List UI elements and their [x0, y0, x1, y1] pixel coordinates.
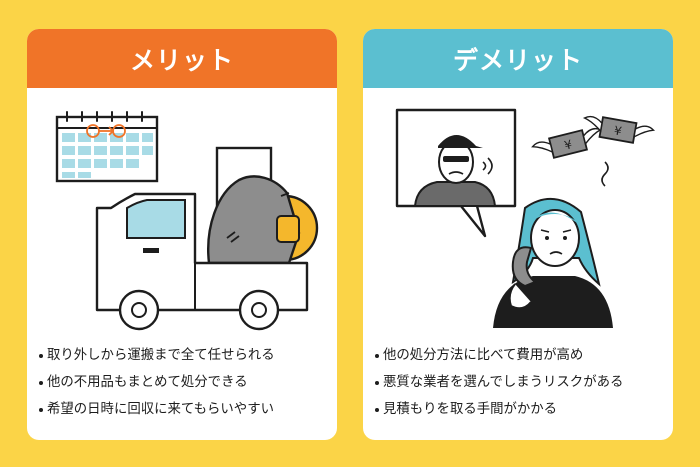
- suspicious-man-icon: [395, 108, 517, 238]
- svg-text:¥: ¥: [563, 137, 574, 153]
- merit-item: 取り外しから運搬まで全て任せられる: [27, 345, 337, 372]
- woman-on-phone-icon: ¥ ¥: [395, 108, 656, 328]
- merit-item: 他の不用品もまとめて処分できる: [27, 372, 337, 399]
- merit-title: メリット: [129, 45, 234, 75]
- flying-money-icon: ¥ ¥: [531, 115, 656, 187]
- merit-item: 希望の日時に回収に来てもらいやすい: [27, 399, 337, 426]
- truck-icon: [95, 192, 309, 331]
- woman-icon: [493, 197, 613, 328]
- demerit-title: デメリット: [452, 45, 583, 75]
- calendar-icon: [55, 111, 159, 183]
- demerit-header: デメリット: [363, 29, 673, 88]
- merit-header: メリット: [27, 29, 337, 88]
- svg-text:¥: ¥: [613, 123, 623, 138]
- demerit-item: 他の処分方法に比べて費用が高め: [363, 345, 673, 372]
- demerit-item: 見積もりを取る手間がかかる: [363, 399, 673, 426]
- demerit-item: 悪質な業者を選んでしまうリスクがある: [363, 372, 673, 399]
- demerit-card: デメリット ¥ ¥: [363, 29, 673, 440]
- merit-card: メリット: [27, 29, 337, 440]
- demerit-list: 他の処分方法に比べて費用が高め 悪質な業者を選んでしまうリスクがある 見積もりを…: [363, 345, 673, 426]
- merit-list: 取り外しから運搬まで全て任せられる 他の不用品もまとめて処分できる 希望の日時に…: [27, 345, 337, 426]
- truck-with-appliances-icon: [55, 111, 319, 331]
- appliances-icon: [207, 146, 319, 265]
